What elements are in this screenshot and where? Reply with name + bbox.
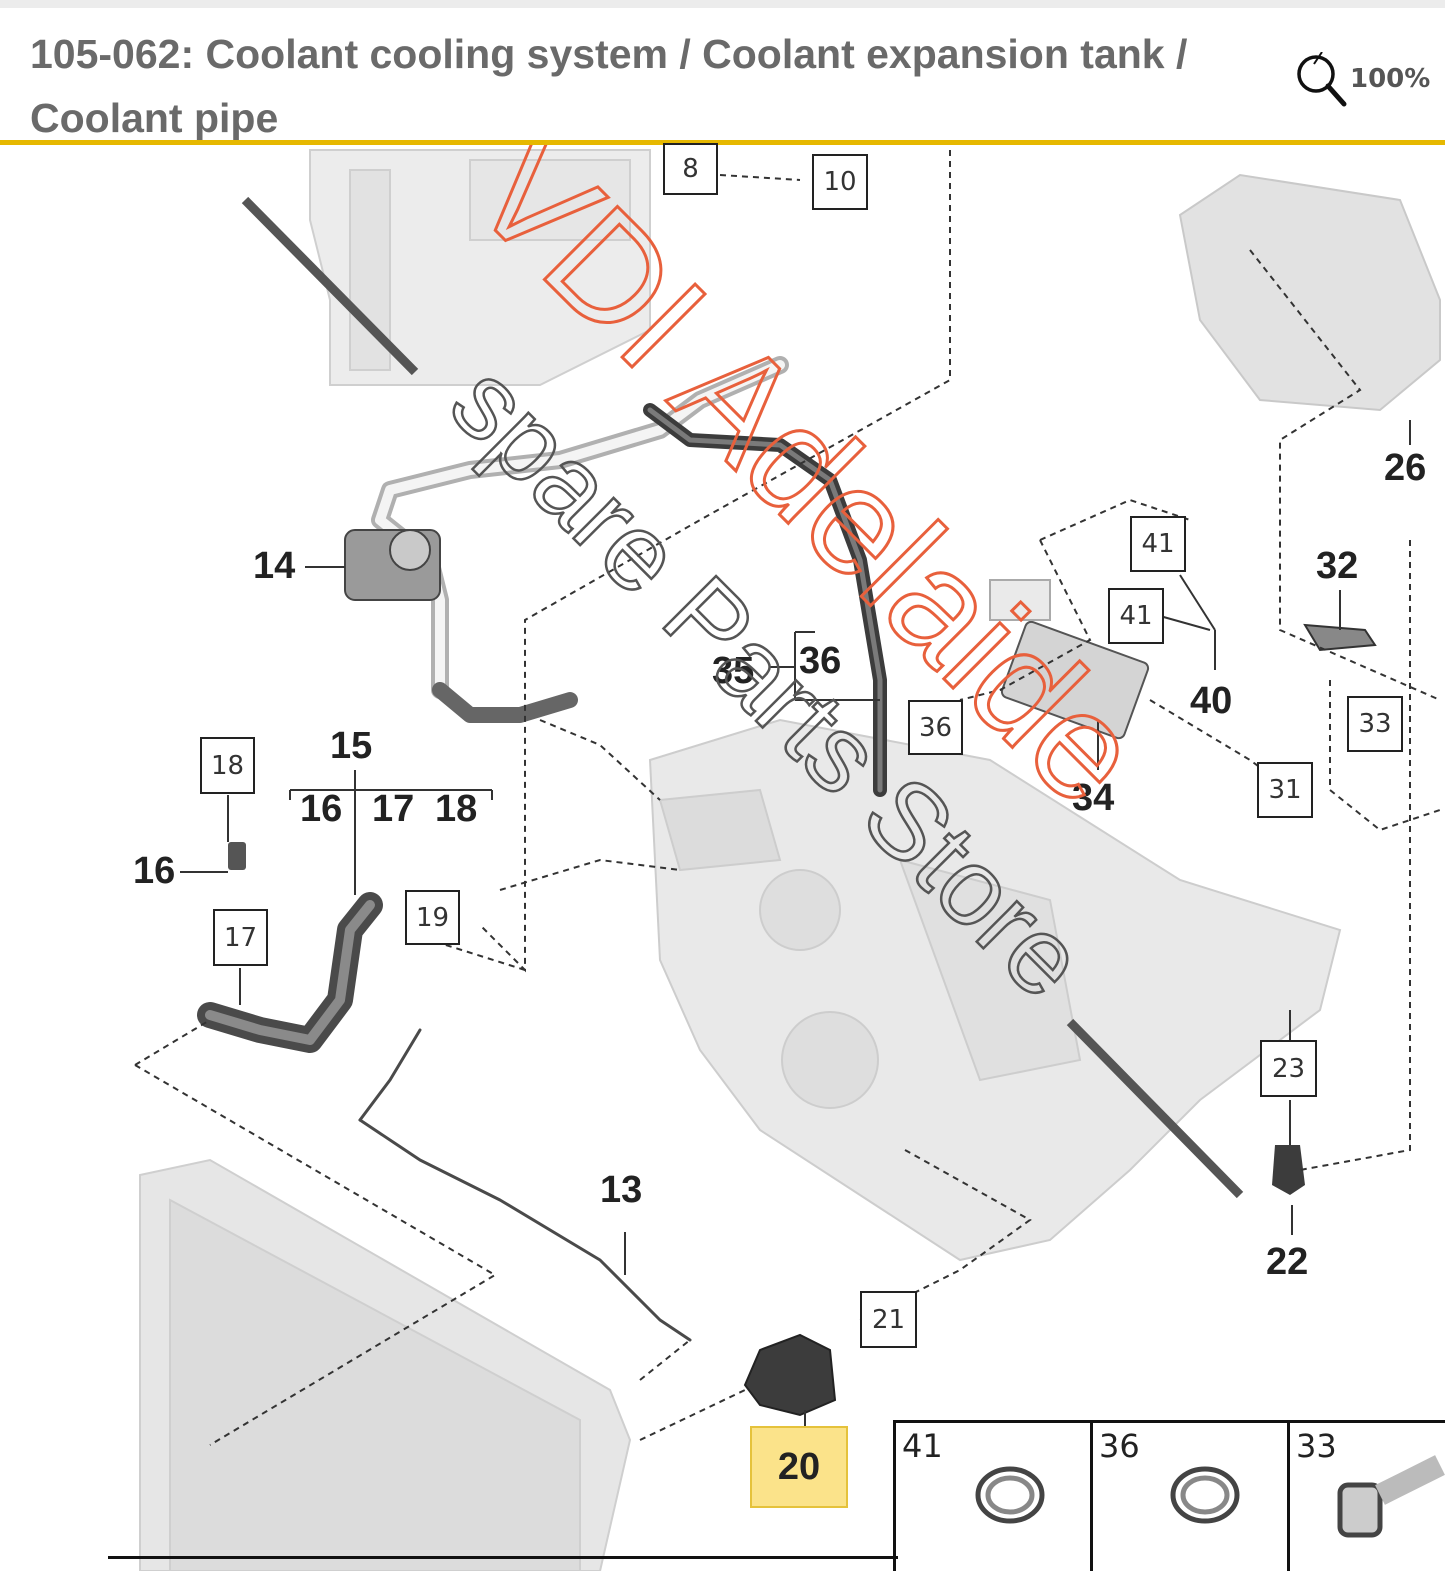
legend-number: 41 [902, 1427, 943, 1465]
engine [648, 718, 1342, 1262]
magnifier-icon [1297, 51, 1347, 107]
callout-15-17[interactable]: 17 [372, 788, 415, 830]
engine-mount [1178, 173, 1441, 412]
sensor-22 [1272, 1145, 1305, 1195]
solid-leaders [180, 420, 1411, 1428]
callout-14[interactable]: 14 [253, 545, 296, 587]
callout-26[interactable]: 26 [1384, 447, 1427, 489]
top-strip [0, 0, 1445, 8]
zoom-control[interactable]: 100% [1292, 51, 1442, 112]
legend-cell-36[interactable]: 36 [1093, 1423, 1290, 1571]
callout-35[interactable]: 35 [712, 650, 755, 692]
callout-box-19[interactable]: 19 [405, 890, 460, 945]
callout-15-16[interactable]: 16 [300, 788, 343, 830]
callout-15-18[interactable]: 18 [435, 788, 478, 830]
parts-diagram: 8 10 41 41 36 33 31 18 19 17 23 21 14 15… [0, 143, 1445, 1571]
leader-lines [134, 150, 1441, 1446]
zoom-level: 100% [1350, 64, 1431, 94]
callout-20-highlighted[interactable]: 20 [750, 1426, 848, 1508]
legend-cell-33[interactable]: 33 [1290, 1423, 1445, 1571]
radiator-support [309, 149, 651, 386]
legend-icons [975, 1455, 1445, 1538]
callout-box-41b[interactable]: 41 [1108, 588, 1164, 644]
bracket-32 [1303, 623, 1377, 652]
coolant-tank [989, 579, 1150, 740]
coolant-pipes [197, 356, 887, 1342]
callout-22[interactable]: 22 [1266, 1241, 1309, 1283]
connector-16 [228, 842, 246, 870]
callout-box-31[interactable]: 31 [1257, 762, 1313, 818]
callout-16[interactable]: 16 [133, 850, 176, 892]
legend-number: 36 [1099, 1427, 1140, 1465]
callout-box-8[interactable]: 8 [663, 143, 718, 195]
callout-36[interactable]: 36 [799, 640, 842, 682]
callout-box-17[interactable]: 17 [213, 909, 268, 966]
diagram-artwork [134, 149, 1445, 1571]
diagram-header: 105-062: Coolant cooling system / Coolan… [0, 8, 1445, 142]
callout-13[interactable]: 13 [600, 1169, 643, 1211]
callout-box-41a[interactable]: 41 [1130, 516, 1186, 572]
legend-number: 33 [1296, 1427, 1337, 1465]
legend-cell-41[interactable]: 41 [896, 1423, 1093, 1571]
callout-box-36[interactable]: 36 [908, 700, 963, 755]
radiator [139, 1158, 632, 1571]
coolant-flange-14 [344, 529, 441, 601]
callout-40[interactable]: 40 [1190, 680, 1233, 722]
header-rule [0, 140, 1445, 145]
callout-box-10[interactable]: 10 [812, 154, 868, 210]
callout-box-18[interactable]: 18 [200, 737, 255, 794]
page-title: 105-062: Coolant cooling system / Coolan… [30, 31, 1188, 141]
callout-box-21[interactable]: 21 [860, 1291, 917, 1348]
pump-20 [743, 1333, 837, 1417]
legend-bottom-row [108, 1556, 898, 1571]
callout-34[interactable]: 34 [1072, 777, 1115, 819]
callout-box-23[interactable]: 23 [1260, 1040, 1317, 1097]
callout-box-33[interactable]: 33 [1347, 696, 1403, 752]
parts-legend: 41 36 33 [893, 1420, 1445, 1571]
callout-15[interactable]: 15 [330, 725, 373, 767]
callout-32[interactable]: 32 [1316, 545, 1359, 587]
